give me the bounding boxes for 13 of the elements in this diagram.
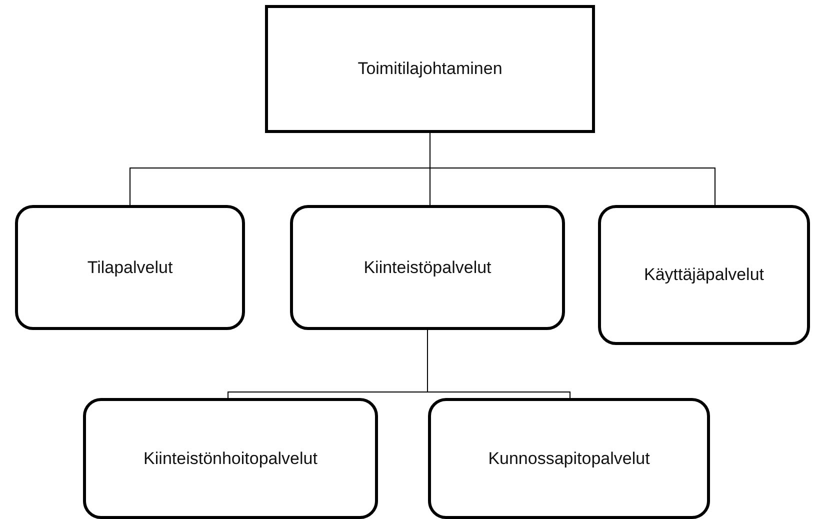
rounded-box: [83, 398, 378, 519]
box-label: Tilapalvelut: [86, 258, 174, 278]
box-label: Kiinteistöpalvelut: [362, 258, 492, 278]
rounded-box: [598, 205, 810, 345]
rounded-box: [290, 205, 565, 330]
root-box: [265, 5, 595, 133]
connector-line: [427, 330, 570, 398]
box-label: Kiinteistönhoitopalvelut: [142, 448, 318, 468]
box-label: Toimitilajohtaminen: [356, 59, 504, 79]
box-label: Kunnossapitopalvelut: [487, 448, 651, 468]
rounded-box: [428, 398, 710, 519]
box-label: Käyttäjäpalvelut: [642, 265, 766, 285]
rounded-box: [15, 205, 245, 330]
